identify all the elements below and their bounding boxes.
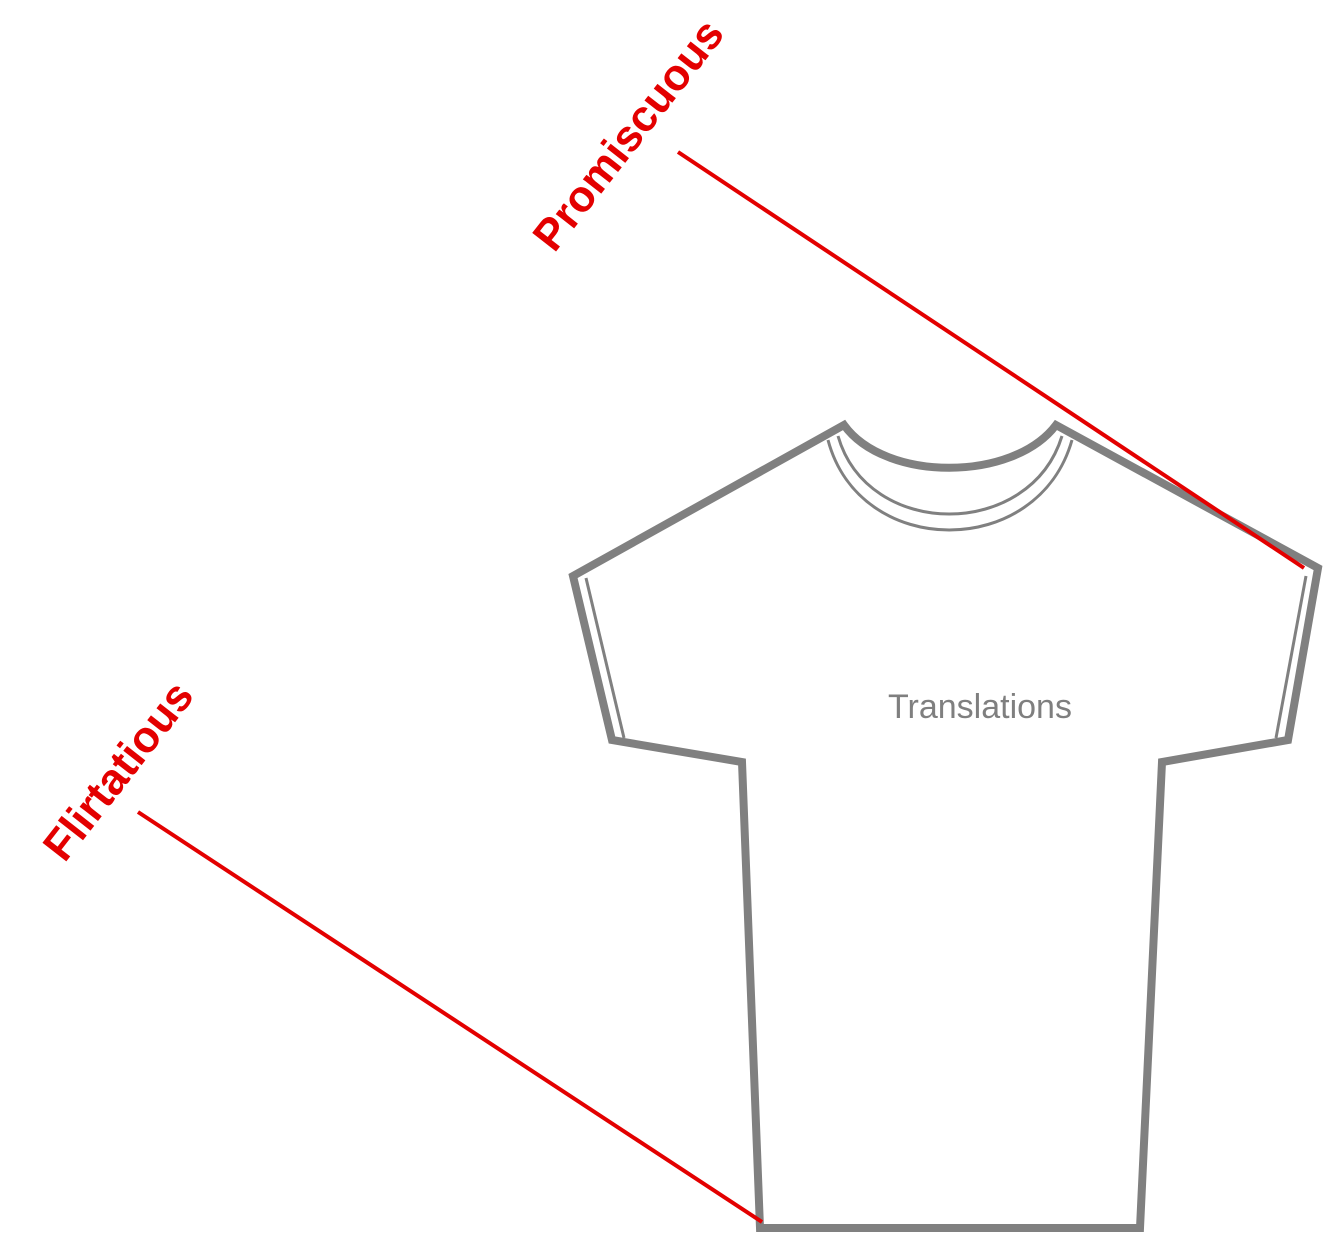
callout-line-flirtatious [138, 812, 762, 1222]
shirt-label: Translations [888, 688, 1072, 726]
tshirt-outline-icon [573, 425, 1318, 1228]
tshirt-body-outline [573, 425, 1318, 1228]
callout-label-promiscuous: Promiscuous [523, 10, 733, 260]
